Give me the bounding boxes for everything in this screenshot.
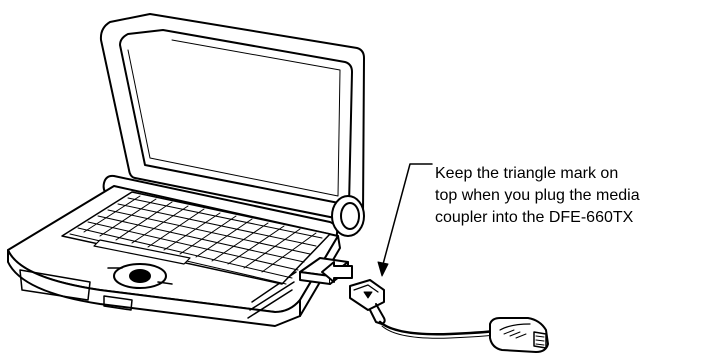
media-coupler-icon — [350, 280, 548, 352]
callout-line-3: coupler into the DFE-660TX — [435, 207, 715, 229]
callout-line-2: top when you plug the media — [435, 185, 715, 207]
callout-leader — [378, 164, 432, 276]
callout-text: Keep the triangle mark on top when you p… — [435, 163, 715, 229]
callout-line-1: Keep the triangle mark on — [435, 163, 715, 185]
